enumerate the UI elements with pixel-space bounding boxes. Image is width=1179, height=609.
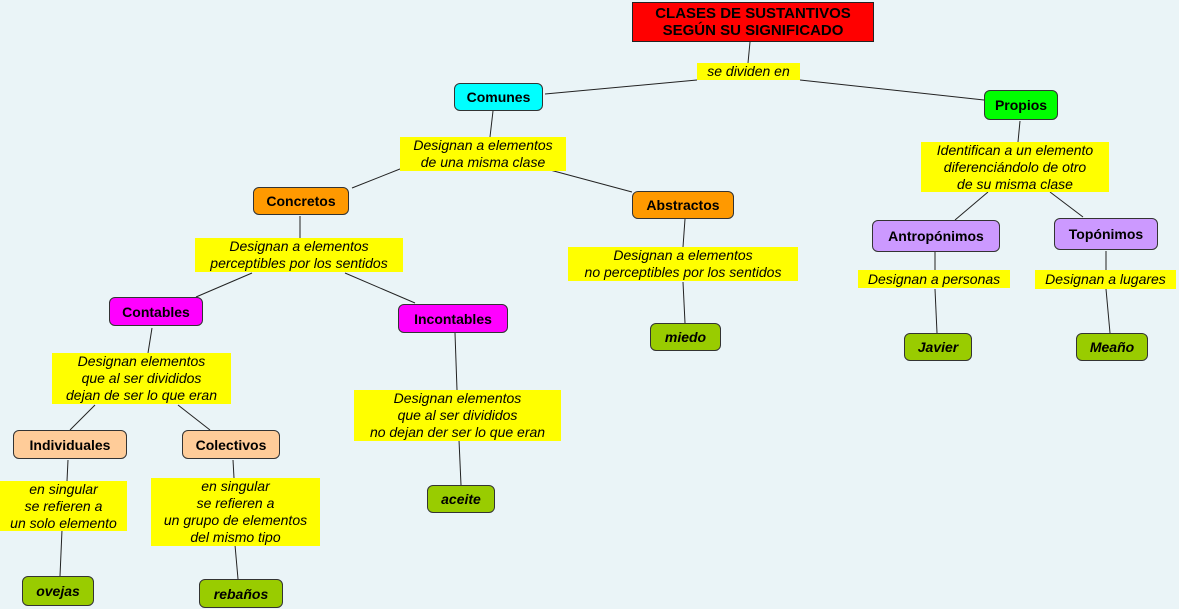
- link-line: un solo elemento: [10, 514, 117, 531]
- link-abstractos-desc: Designan a elementos no perceptibles por…: [568, 247, 798, 281]
- connector: [69, 404, 96, 431]
- node-comunes: Comunes: [454, 83, 543, 111]
- link-line: que al ser divididos: [397, 407, 518, 423]
- connector: [458, 439, 462, 486]
- connector: [1049, 191, 1084, 218]
- connector: [454, 332, 458, 391]
- link-line: Designan elementos: [393, 390, 522, 406]
- example-ovejas: ovejas: [22, 576, 94, 606]
- link-line: que al ser divididos: [81, 370, 202, 386]
- link-line: Designan elementos: [77, 353, 206, 369]
- connector: [177, 404, 211, 431]
- connector: [799, 79, 985, 101]
- connector: [549, 169, 633, 193]
- link-toponimos-desc: Designan a lugares: [1035, 270, 1176, 289]
- link-line: se refieren a: [24, 497, 103, 514]
- example-miedo: miedo: [650, 323, 721, 351]
- node-toponimos: Topónimos: [1054, 218, 1158, 250]
- link-line: no dejan der ser lo que eran: [369, 424, 546, 440]
- link-line: Identifican a un elemento: [936, 141, 1094, 158]
- link-line: dejan de ser lo que eran: [66, 387, 217, 403]
- link-antroponimos-desc: Designan a personas: [858, 270, 1010, 288]
- connector: [954, 191, 989, 221]
- link-line: Designan a personas: [867, 270, 1001, 287]
- link-line: de su misma clase: [957, 175, 1073, 192]
- example-rebanos: rebaños: [199, 579, 283, 608]
- link-line: Designan a elementos: [613, 247, 753, 263]
- link-se-dividen-en: se dividen en: [697, 63, 800, 80]
- connector: [544, 79, 698, 95]
- link-line: en singular: [29, 480, 98, 497]
- connector: [195, 272, 253, 298]
- link-line: de una misma clase: [420, 154, 546, 170]
- link-comunes-desc: Designan a elementos de una misma clase: [400, 137, 566, 171]
- link-line: se refieren a: [196, 495, 275, 511]
- connector: [147, 327, 153, 354]
- link-colectivos-desc: en singular se refieren a un grupo de el…: [151, 478, 320, 546]
- example-aceite: aceite: [427, 485, 495, 513]
- connector: [59, 529, 63, 577]
- link-line: diferenciándolo de otro: [943, 158, 1087, 175]
- link-incontables-desc: Designan elementos que al ser divididos …: [354, 390, 561, 441]
- link-line: Designan a elementos: [413, 137, 553, 153]
- connector: [344, 272, 416, 304]
- link-line: perceptibles por los sentidos: [210, 255, 388, 271]
- title-line-2: SEGÚN SU SIGNIFICADO: [662, 22, 844, 39]
- connector: [682, 281, 686, 324]
- link-line: se dividen en: [707, 63, 790, 79]
- link-line: Designan a elementos: [229, 238, 369, 254]
- link-line: un grupo de elementos: [163, 512, 308, 528]
- link-propios-desc: Identifican a un elemento diferenciándol…: [921, 142, 1109, 192]
- connector: [66, 459, 69, 482]
- connector: [934, 288, 938, 334]
- node-individuales: Individuales: [13, 430, 127, 459]
- link-individuales-desc: en singular se refieren a un solo elemen…: [0, 481, 127, 531]
- connector: [489, 110, 494, 138]
- node-incontables: Incontables: [398, 304, 508, 333]
- node-contables: Contables: [109, 297, 203, 326]
- node-concretos: Concretos: [253, 187, 349, 215]
- link-contables-desc: Designan elementos que al ser divididos …: [52, 353, 231, 404]
- example-meano: Meaño: [1076, 333, 1148, 361]
- link-line: Designan a lugares: [1045, 271, 1166, 287]
- connector: [747, 41, 751, 64]
- title-line-1: CLASES DE SUSTANTIVOS: [655, 5, 851, 22]
- connector: [682, 218, 686, 248]
- link-concretos-desc: Designan a elementos perceptibles por lo…: [195, 238, 403, 272]
- node-propios: Propios: [984, 90, 1058, 120]
- connector: [234, 544, 239, 580]
- node-colectivos: Colectivos: [182, 430, 280, 459]
- node-abstractos: Abstractos: [632, 191, 734, 219]
- link-line: no perceptibles por los sentidos: [584, 264, 782, 280]
- example-javier: Javier: [904, 333, 972, 361]
- connector: [1017, 120, 1021, 143]
- link-line: del mismo tipo: [190, 529, 281, 545]
- node-antroponimos: Antropónimos: [872, 220, 1000, 252]
- connector: [232, 459, 235, 479]
- connector: [1105, 288, 1111, 334]
- link-line: en singular: [201, 478, 270, 494]
- connector: [351, 166, 406, 189]
- map-title: CLASES DE SUSTANTIVOS SEGÚN SU SIGNIFICA…: [632, 2, 874, 42]
